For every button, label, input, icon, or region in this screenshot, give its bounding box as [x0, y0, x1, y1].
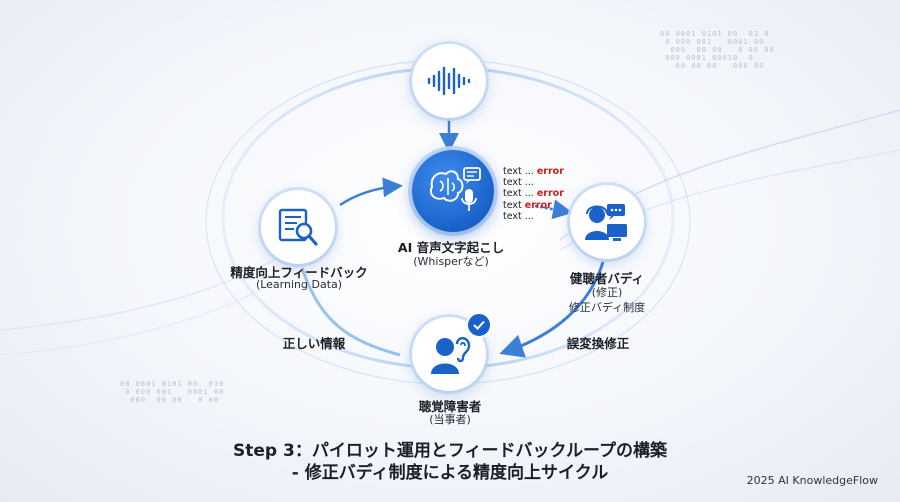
user-node-title: 聴覚障害者: [418, 399, 482, 414]
edge-label-correction: 誤変換修正: [566, 336, 630, 351]
feedback-node-subtitle: (Learning Data): [255, 278, 343, 291]
buddy-node-title: 健聴者バディ: [569, 271, 645, 286]
ai-node-title: AI 音声文字起こし: [397, 240, 505, 255]
buddy-node-role: (修正): [591, 286, 623, 299]
brain-microphone-icon: [430, 167, 481, 211]
arrow-buddy-to-user: [499, 261, 605, 358]
transcript-line: text ...: [503, 211, 564, 222]
buddy-node: [570, 185, 644, 259]
transcript-text: text ...: [503, 166, 537, 177]
audio-input-node: [412, 44, 486, 118]
transcript-text: text ...: [503, 177, 534, 189]
operator-headset-icon: [585, 204, 627, 241]
edge-label-correct-info: 正しい情報: [282, 336, 346, 351]
transcript-line: text error: [503, 200, 564, 211]
document-search-icon: [278, 208, 318, 246]
transcript-line: text ... error: [503, 166, 564, 177]
decor-wave: [0, 249, 291, 331]
transcript-line: text ... error: [503, 188, 564, 199]
ai-transcription-node: [412, 150, 494, 232]
person-ear-icon: [431, 337, 471, 374]
credit-text: 2025 AI KnowledgeFlow: [746, 474, 878, 487]
transcript-text: text: [503, 199, 525, 211]
page-title: Step 3：パイロット運用とフィードバックループの構築: [233, 441, 667, 461]
sound-wave-icon: [427, 66, 471, 96]
ai-node-subtitle: (Whisperなど): [413, 255, 489, 268]
arrow-ai-to-buddy: [534, 199, 573, 220]
arrow-user-to-feedback: [300, 267, 401, 357]
page-subtitle: - 修正バディ制度による精度向上サイクル: [291, 463, 609, 483]
decor-wave: [0, 264, 301, 356]
background-code-texture: 00 0001 0101 00 01 0 0 000 001 0001 00 0…: [660, 30, 775, 70]
transcript-text: text ...: [503, 210, 534, 222]
buddy-node-program: 修正バディ制度: [568, 301, 646, 314]
transcript-error: error: [536, 166, 564, 177]
feedback-node-title: 精度向上フィードバック: [230, 265, 368, 280]
user-node-subtitle: (当事者): [429, 413, 471, 426]
transcript-text: text ...: [503, 188, 537, 200]
transcript-error: error: [536, 188, 564, 200]
check-badge-icon: [466, 312, 492, 338]
background-code-texture: 00 0001 0101 00 010 0 000 001 0001 00 00…: [120, 380, 225, 404]
arrow-feedback-to-ai: [339, 177, 403, 207]
feedback-node: [261, 190, 335, 264]
transcript-error: error: [524, 199, 552, 211]
transcript-line: text ...: [503, 177, 564, 188]
